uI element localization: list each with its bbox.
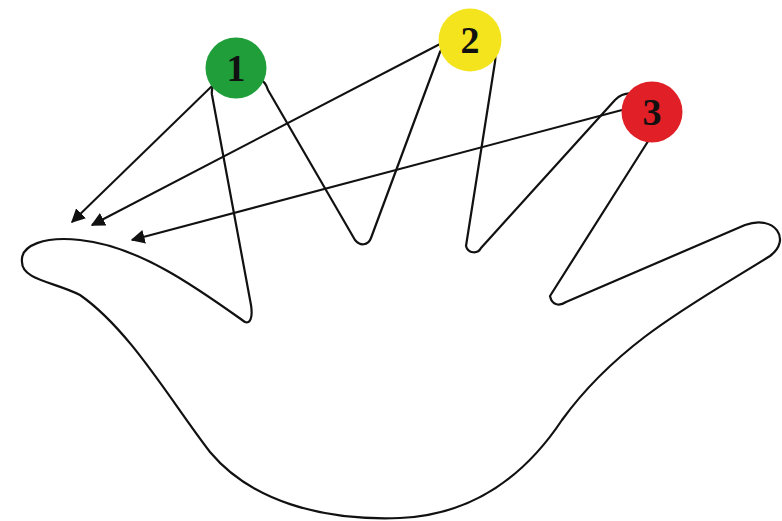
hand-outline	[22, 35, 780, 519]
pointer-arrow	[72, 86, 212, 222]
pointer-arrow	[132, 110, 622, 240]
circle-fill	[206, 38, 267, 99]
callout-circle: 2	[438, 8, 502, 72]
circle-fill	[439, 9, 502, 72]
callout-number: 1	[227, 49, 246, 87]
callout-number: 3	[643, 93, 662, 131]
circle-fill	[622, 82, 683, 143]
callout-circle: 3	[621, 81, 683, 143]
callout-number: 2	[461, 21, 480, 59]
callout-circle: 1	[205, 37, 267, 99]
